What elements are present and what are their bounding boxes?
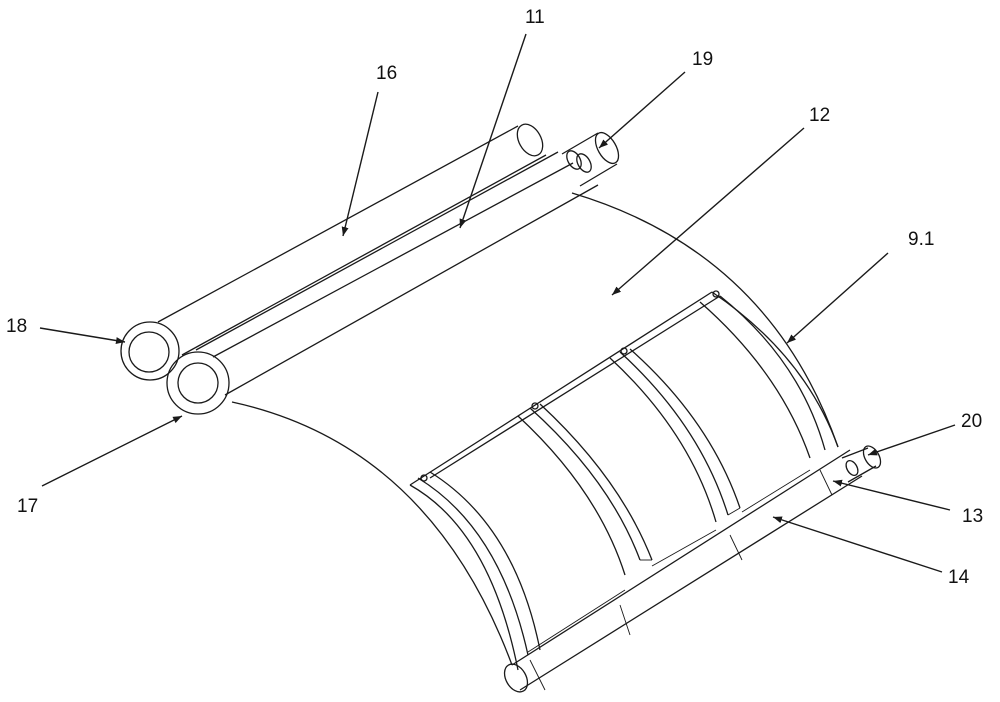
fitting-19 [561,131,620,187]
bottom-rail-14 [503,449,863,693]
callout-12: 12 [809,105,831,126]
panel-bottoms [527,469,811,653]
callout-14: 14 [948,567,970,588]
fitting-20 [841,445,882,483]
callout-17: 17 [17,496,39,517]
callout-18: 18 [6,316,28,337]
leader-arrows [39,33,956,573]
curved-sheet-12 [231,192,839,666]
callout-13: 13 [962,506,984,527]
pipe-11 [166,151,599,415]
callout-20: 20 [961,411,983,432]
callout-11: 11 [525,7,545,28]
callout-9-1: 9.1 [908,229,935,250]
callout-16: 16 [376,63,398,84]
pipe-16 [120,123,547,381]
callout-19: 19 [692,49,714,70]
panel-ribs [517,347,741,576]
panel-frame-9-1 [409,290,839,671]
